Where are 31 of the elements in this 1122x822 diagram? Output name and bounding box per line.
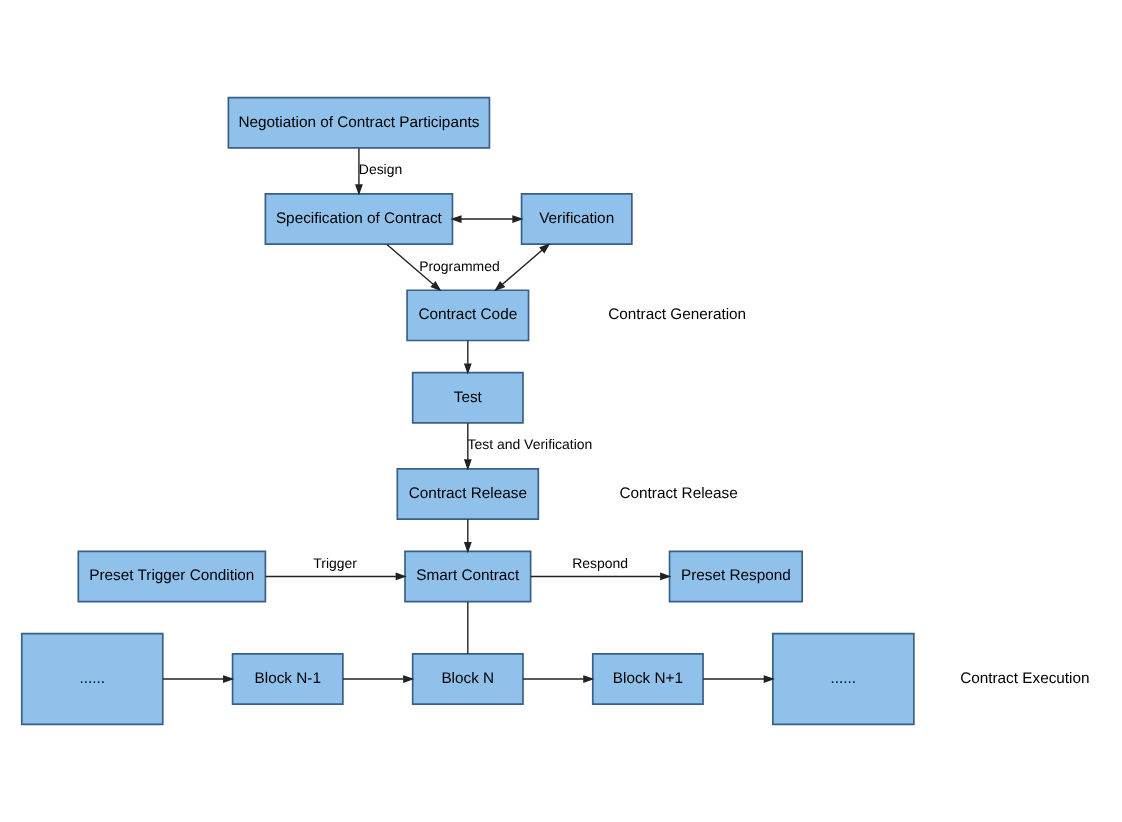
arrow	[386, 243, 442, 292]
node-box: Test	[411, 371, 524, 424]
node-box: Specification of Contract	[264, 193, 454, 245]
arrow	[264, 572, 407, 581]
node-box: Block N+1	[591, 653, 704, 705]
arrow	[463, 339, 472, 375]
node-box: Preset Respond	[668, 550, 803, 603]
node-box: Block N-1	[231, 653, 344, 705]
node-box: Block N	[411, 653, 524, 705]
label: Contract Release	[619, 483, 738, 502]
arrow	[355, 147, 363, 196]
arrow	[494, 243, 551, 292]
label: Contract Generation	[608, 305, 747, 324]
arrow	[522, 675, 595, 683]
arrow	[162, 675, 235, 683]
label: Contract Execution	[960, 668, 1090, 687]
arrow	[463, 422, 472, 471]
connector	[467, 601, 469, 655]
node-box: ......	[20, 632, 164, 726]
node-box: Contract Release	[396, 468, 540, 521]
node-box: Smart Contract	[404, 550, 532, 603]
arrow	[702, 675, 775, 683]
node-box: ......	[772, 632, 915, 726]
arrow	[450, 215, 524, 223]
arrow	[463, 518, 472, 554]
node-box: Verification	[520, 193, 633, 245]
node-box: Negotiation of Contract Participants	[227, 96, 491, 149]
arrow	[529, 572, 672, 581]
node-box: Contract Code	[406, 289, 530, 342]
node-box: Preset Trigger Condition	[77, 550, 267, 603]
arrow	[342, 675, 415, 683]
